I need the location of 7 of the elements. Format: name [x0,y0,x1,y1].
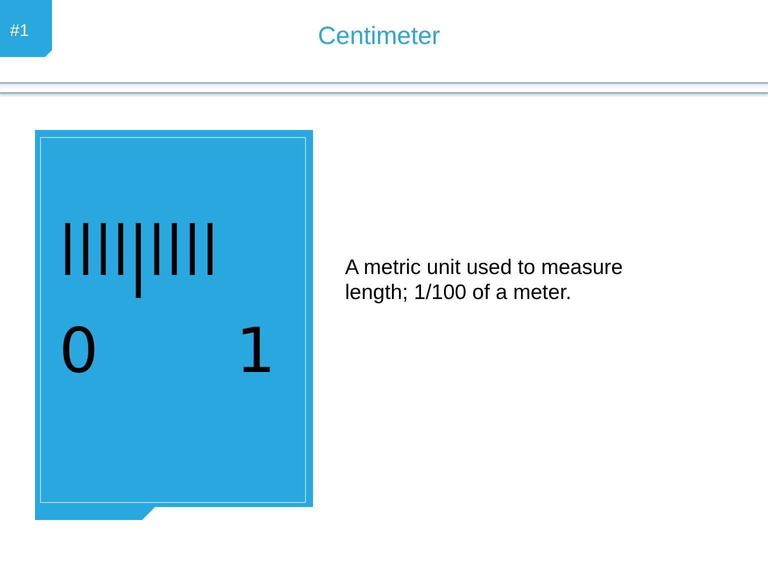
number-tab [0,0,52,57]
scale-number: 0 [59,320,98,382]
definition-text: A metric unit used to measure length; 1/100 of a meter. [345,255,624,305]
card-number: #1 [10,22,29,39]
flashcard-panel [35,130,313,520]
scale-number: 1 [236,320,276,382]
page-title: Centimeter [318,24,440,49]
